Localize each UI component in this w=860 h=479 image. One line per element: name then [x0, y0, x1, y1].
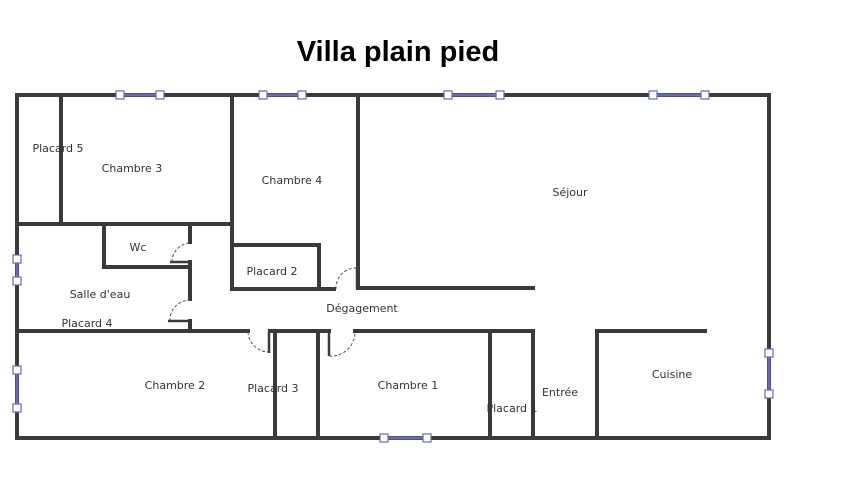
room-label-salle-deau: Salle d'eau — [70, 288, 131, 301]
room-label-chambre-4: Chambre 4 — [262, 174, 323, 187]
room-label-wc: Wc — [130, 241, 147, 254]
room-label-placard-2: Placard 2 — [246, 265, 297, 278]
room-label-degagement: Dégagement — [326, 302, 398, 315]
room-label-cuisine: Cuisine — [652, 368, 692, 381]
room-label-placard-1: Placard 1 — [486, 402, 537, 415]
walls — [15, 93, 771, 440]
plan-title: Villa plain pied — [297, 36, 500, 68]
windows — [12, 90, 774, 443]
room-label-entree: Entrée — [542, 386, 578, 399]
room-label-placard-4: Placard 4 — [61, 317, 112, 330]
room-label-chambre-3: Chambre 3 — [102, 162, 163, 175]
room-label-chambre-2: Chambre 2 — [145, 379, 206, 392]
room-label-placard-5: Placard 5 — [32, 142, 83, 155]
room-label-placard-3: Placard 3 — [247, 382, 298, 395]
room-labels: Placard 5 Chambre 3 Chambre 4 Séjour Wc … — [32, 142, 692, 415]
room-label-chambre-1: Chambre 1 — [378, 379, 439, 392]
room-label-sejour: Séjour — [552, 186, 588, 199]
doors — [168, 242, 359, 357]
